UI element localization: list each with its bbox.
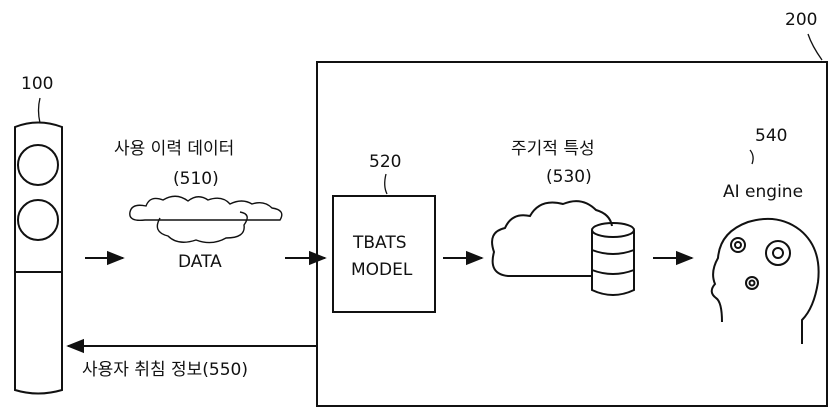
periodic-title: 주기적 특성 (511, 139, 595, 159)
device-leader-line (37, 97, 41, 124)
model-leader-line (384, 173, 388, 195)
server-box (316, 61, 828, 407)
feedback-label: 사용자 취침 정보(550) (82, 360, 248, 380)
cloud-database-icon (491, 200, 635, 296)
cloud-data-label: DATA (178, 252, 222, 272)
server-ref: 200 (785, 10, 818, 30)
model-label-line1: TBATS (353, 233, 407, 253)
device-ref: 100 (21, 74, 54, 94)
cloud-icon (129, 195, 283, 244)
model-ref: 520 (369, 152, 402, 172)
usage-data-title: 사용 이력 데이터 (114, 139, 235, 159)
usage-data-ref: (510) (173, 169, 219, 189)
ai-leader-line (749, 149, 754, 165)
ai-engine-label: AI engine (723, 182, 804, 202)
air-conditioner-icon (14, 121, 63, 395)
periodic-ref: (530) (546, 167, 592, 187)
model-label-line2: MODEL (351, 260, 413, 280)
head-with-gears-icon (710, 217, 820, 344)
tbats-model-box (332, 195, 436, 313)
server-leader-line (807, 33, 823, 61)
ai-ref: 540 (755, 126, 788, 146)
